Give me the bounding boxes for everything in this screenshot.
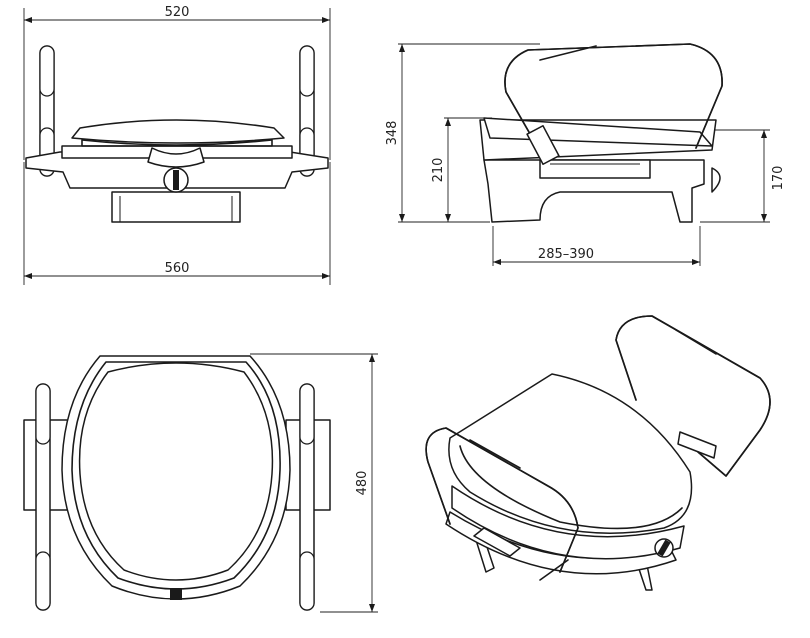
iso-bracket-back xyxy=(677,431,717,459)
dim-depth-label: 285–390 xyxy=(538,247,594,262)
seat-lid xyxy=(71,119,285,144)
right-armrest xyxy=(299,45,315,177)
iso-lid xyxy=(448,373,693,535)
centre-hinge xyxy=(147,147,205,168)
iso-armrest-back-inner xyxy=(615,315,771,477)
right-grip-upper xyxy=(299,45,315,97)
side-armrest-inner xyxy=(504,43,723,161)
iso-view xyxy=(425,315,771,591)
lower-block xyxy=(111,191,241,223)
dim-560-label: 560 xyxy=(165,261,190,276)
dim-480-label: 480 xyxy=(355,471,370,496)
iso-armrest-back-grip xyxy=(675,329,717,355)
iso-lid-edge xyxy=(459,445,683,530)
dim-520-label: 520 xyxy=(165,5,190,20)
top-right-grip-lower xyxy=(299,551,315,611)
top-left-grip-lower xyxy=(35,551,51,611)
dim-170-label: 170 xyxy=(771,166,786,191)
iso-armrest-front-grip xyxy=(469,439,521,469)
top-left-grip-upper xyxy=(35,383,51,445)
top-view: 480 xyxy=(23,353,378,613)
iso-armrest-front-inner xyxy=(425,427,579,573)
iso-armrest-front-foot-grip xyxy=(539,559,569,581)
side-knob-icon xyxy=(711,167,721,193)
lid-edge xyxy=(81,139,273,147)
top-right-grip-upper xyxy=(299,383,315,445)
top-knob xyxy=(170,588,182,600)
dim-210-label: 210 xyxy=(431,158,446,183)
side-bracket xyxy=(539,159,651,179)
front-view: 520 560 xyxy=(23,5,331,285)
knob-slot xyxy=(173,170,179,190)
left-grip-upper xyxy=(39,45,55,97)
dim-348-label: 348 xyxy=(385,121,400,146)
top-seat-lid xyxy=(78,362,274,581)
iso-seat-ring xyxy=(451,485,685,560)
iso-knob-slot xyxy=(657,539,671,557)
side-armrest-clamp xyxy=(526,125,560,165)
side-armrest-grip xyxy=(539,45,597,61)
iso-bracket-front xyxy=(473,527,521,557)
side-view: 348 210 170 285–390 xyxy=(385,43,786,266)
